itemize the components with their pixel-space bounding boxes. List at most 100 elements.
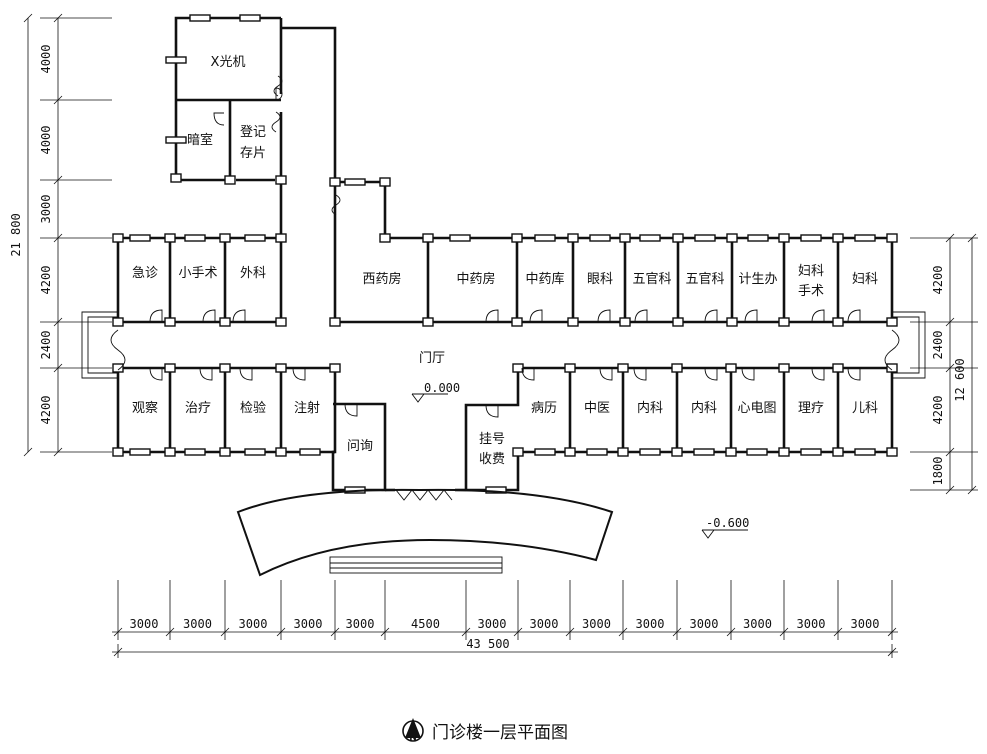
room-label-inquiry: 问询: [347, 439, 373, 454]
column: [726, 317, 738, 327]
window: [485, 486, 507, 494]
window: [746, 448, 768, 456]
right-dimension-value: 4200: [931, 396, 945, 425]
room-label-gyn-surgery-line1: 妇科: [798, 263, 824, 279]
bottom-dimension-value: 3000: [743, 617, 772, 631]
column: [725, 447, 737, 457]
left-dimension-value: 2400: [39, 331, 53, 360]
column: [512, 447, 524, 457]
room-label-ophthalmology: 眼科: [587, 272, 613, 287]
column: [619, 233, 631, 243]
window: [449, 234, 471, 242]
column: [567, 317, 579, 327]
window: [534, 234, 556, 242]
room-label-hall: 门厅: [419, 351, 445, 366]
bottom-dimension-value: 3000: [183, 617, 212, 631]
room-label-surgery: 外科: [240, 266, 266, 281]
drawing-title: N 门诊楼一层平面图: [402, 718, 568, 743]
left-dimension-value: 4200: [39, 266, 53, 295]
column: [164, 447, 176, 457]
room-label-laboratory: 检验: [240, 400, 266, 416]
window: [244, 448, 266, 456]
column: [329, 177, 341, 187]
window: [694, 234, 716, 242]
bottom-dimension-value: 3000: [239, 617, 268, 631]
column: [511, 317, 523, 327]
column: [671, 447, 683, 457]
bottom-dimension-value: 3000: [294, 617, 323, 631]
column: [832, 233, 844, 243]
left-dimension-value: 3000: [39, 195, 53, 224]
column: [379, 177, 391, 187]
bottom-dimension-value: 3000: [130, 617, 159, 631]
left-dimension-total: 21 800: [9, 213, 23, 256]
column: [511, 233, 523, 243]
window: [639, 234, 661, 242]
room-label-internal-1: 内科: [637, 400, 663, 416]
window: [639, 448, 661, 456]
column: [886, 317, 898, 327]
left-dimension-value: 4200: [39, 396, 53, 425]
column: [329, 317, 341, 327]
room-label-records: 病历: [531, 401, 557, 416]
bottom-dimension-value: 3000: [636, 617, 665, 631]
right-dimension-value: 2400: [931, 331, 945, 360]
north-arrow-icon: N: [402, 718, 424, 743]
column: [112, 317, 124, 327]
column: [164, 317, 176, 327]
window: [589, 234, 611, 242]
bottom-dimension-value: 4500: [411, 617, 440, 631]
window: [344, 178, 366, 186]
column: [224, 175, 236, 185]
room-label-xray: X光机: [211, 55, 246, 70]
column: [671, 363, 683, 373]
window: [854, 448, 876, 456]
column: [275, 175, 287, 185]
column: [219, 363, 231, 373]
room-label-pediatrics: 儿科: [852, 401, 878, 416]
column: [778, 317, 790, 327]
left-dimension-value: 4000: [39, 126, 53, 155]
room-label-ent-2: 五官科: [685, 271, 724, 287]
column: [275, 363, 287, 373]
column: [886, 363, 898, 373]
room-label-tcm: 中医: [584, 401, 610, 416]
room-label-register: 登记: [240, 125, 266, 140]
column: [379, 233, 391, 243]
column: [726, 233, 738, 243]
column: [275, 233, 287, 243]
column: [164, 363, 176, 373]
bottom-dimension-value: 3000: [851, 617, 880, 631]
column: [112, 363, 124, 373]
column: [164, 233, 176, 243]
column: [275, 317, 287, 327]
column: [832, 317, 844, 327]
column: [672, 317, 684, 327]
room-label-family-planning: 计生办: [738, 272, 777, 287]
window: [800, 234, 822, 242]
column: [619, 317, 631, 327]
column: [617, 363, 629, 373]
bottom-dimension-value: 3000: [530, 617, 559, 631]
column: [672, 233, 684, 243]
bottom-dimension-value: 3000: [478, 617, 507, 631]
bottom-dimension-value: 3000: [797, 617, 826, 631]
room-label-cashier: 收费: [479, 452, 505, 467]
room-label-film-storage: 存片: [240, 146, 266, 161]
room-label-internal-2: 内科: [691, 400, 717, 416]
room-label-emergency: 急诊: [132, 266, 158, 281]
plan-title: 门诊楼一层平面图: [432, 723, 568, 743]
room-label-gynecology: 妇科: [852, 271, 878, 287]
column: [567, 233, 579, 243]
columns: [112, 14, 898, 494]
column: [422, 317, 434, 327]
window: [184, 234, 206, 242]
room-label-treatment: 治疗: [185, 401, 211, 416]
room-label-ent-1: 五官科: [632, 271, 671, 287]
column: [170, 173, 182, 183]
window: [854, 234, 876, 242]
window: [165, 136, 187, 144]
column: [832, 447, 844, 457]
column: [112, 447, 124, 457]
